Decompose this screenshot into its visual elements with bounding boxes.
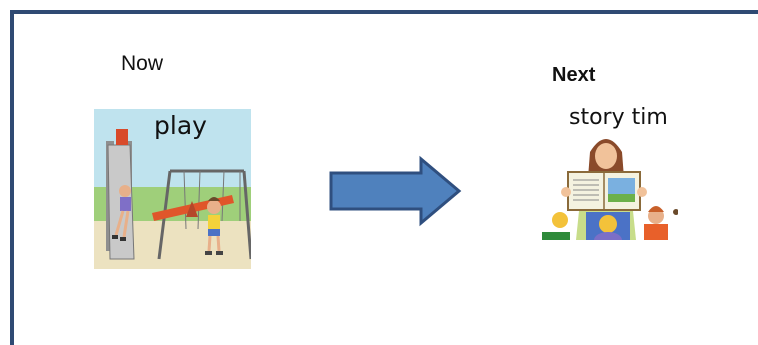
next-label: Next (552, 64, 595, 87)
now-activity-card: play (94, 109, 251, 269)
next-activity-card: story tim (540, 100, 678, 240)
now-activity-caption: play (154, 111, 207, 140)
frame-top-border (10, 10, 758, 14)
now-label: Now (121, 52, 163, 76)
frame-left-border (10, 10, 14, 345)
next-activity-caption: story tim (569, 105, 668, 130)
right-arrow-icon (325, 155, 465, 227)
